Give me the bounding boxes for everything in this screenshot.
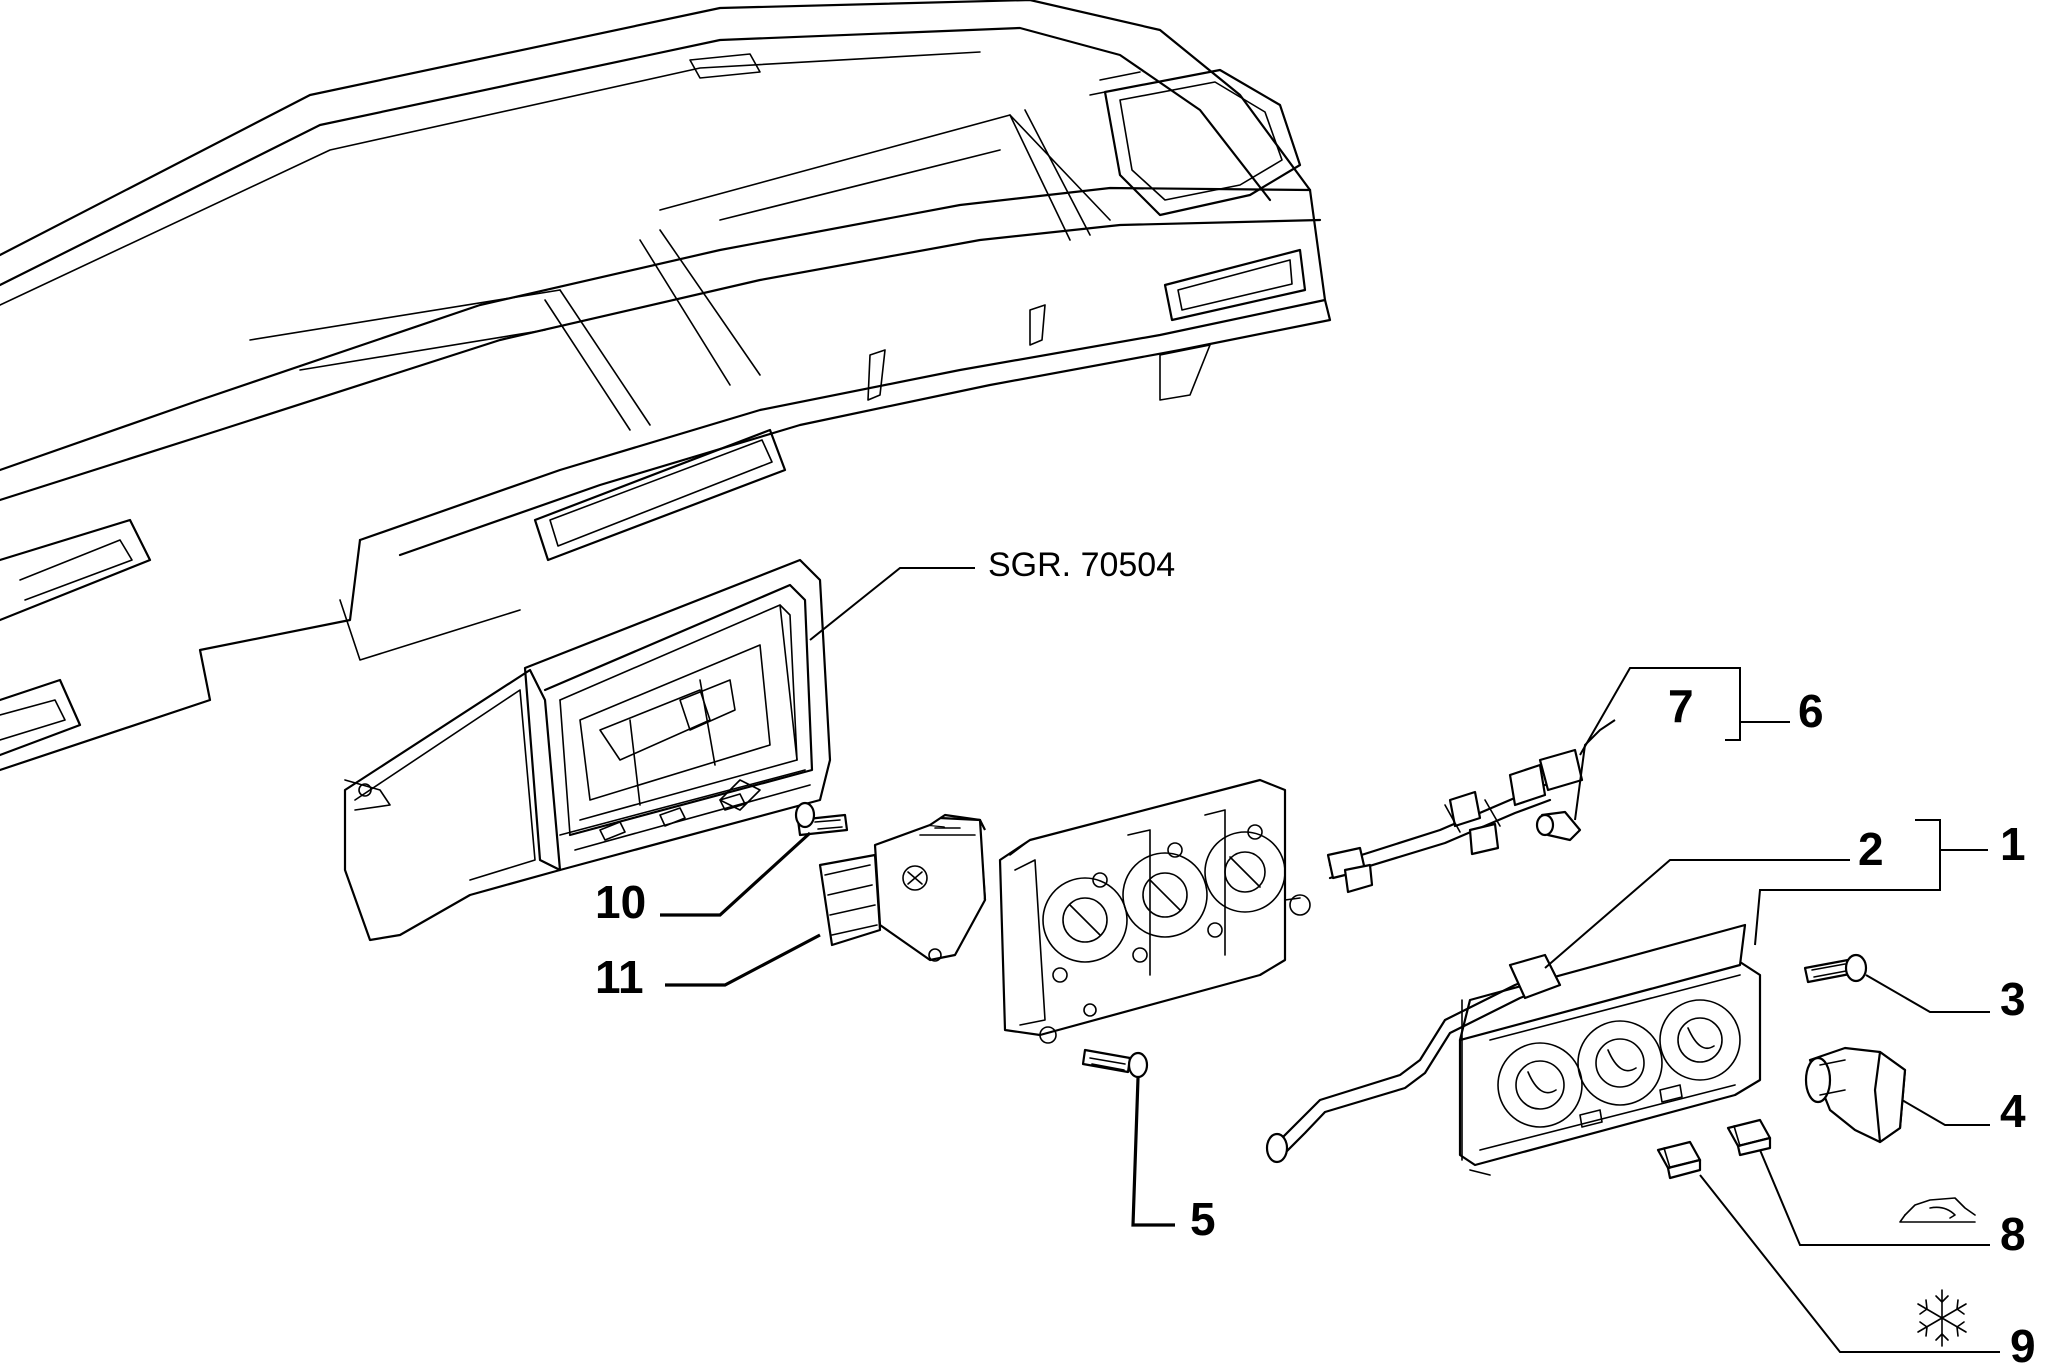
part-7-bulb (1535, 810, 1582, 842)
reference-sgr-70504: SGR. 70504 (988, 546, 1175, 584)
leader-7 (1574, 719, 1616, 821)
leader-3 (1865, 974, 1990, 1013)
centre-console-bezel (343, 558, 832, 942)
car-recirculation-icon (1899, 1197, 1976, 1223)
leader-8 (1759, 1149, 1990, 1246)
callout-1: 1 (2000, 818, 2026, 870)
callout-6: 6 (1798, 685, 1824, 737)
callout-9: 9 (2010, 1320, 2036, 1367)
callout-11: 11 (595, 951, 644, 1003)
leader-5 (1131, 1077, 1175, 1227)
callout-7: 7 (1668, 680, 1694, 732)
leader-11 (665, 933, 821, 987)
part-6-wiring-harness (1326, 748, 1584, 894)
dashboard-frame (0, 0, 1332, 772)
heater-control-body (998, 778, 1311, 1044)
part-9-ac-switch (1656, 1140, 1702, 1180)
leader-sgr (809, 567, 975, 641)
leader-2 (1544, 859, 1850, 969)
bracket-6-7 (1579, 667, 1741, 756)
bracket-1 (1754, 819, 1941, 946)
callout-3: 3 (2000, 973, 2026, 1025)
part-3-screw (1803, 953, 1868, 984)
part-5-screw (1081, 1048, 1149, 1079)
callout-8: 8 (2000, 1208, 2026, 1260)
callout-10: 10 (595, 876, 646, 928)
leader-10 (660, 831, 812, 917)
callout-5: 5 (1190, 1193, 1216, 1245)
part-11-actuator (818, 813, 987, 962)
leader-9 (1699, 1174, 2000, 1353)
part-8-recirc-switch (1726, 1118, 1772, 1157)
snowflake-icon (1917, 1289, 1967, 1347)
part-4-knob (1804, 1046, 1907, 1144)
callout-2: 2 (1858, 823, 1884, 875)
part-1-control-panel (1458, 923, 1762, 1176)
part-10-screw (794, 801, 849, 837)
leader-4 (1901, 1099, 1990, 1126)
callout-4: 4 (2000, 1085, 2026, 1137)
